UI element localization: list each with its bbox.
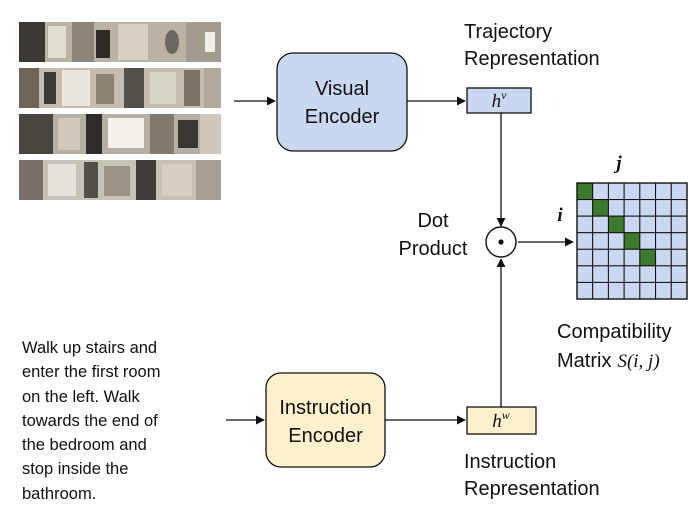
instruction-encoder-box: Instruction Encoder [265,372,386,468]
matrix-cell [639,182,657,201]
instruction-text-line: Walk up stairs and [22,339,158,357]
visual-encoder-label-line2: Encoder [305,106,380,128]
instruction-text: Walk up stairs and enter the first room on… [22,336,218,506]
matrix-cell [670,215,688,234]
trajectory-representation-label-line1: Trajectory [464,21,552,43]
matrix-cell [576,281,594,300]
matrix-caption-line2: Matrix S(i, j) [557,350,660,372]
instruction-text-line: on the left. Walk [22,387,140,406]
matrix-cell-highlighted [576,182,594,201]
matrix-caption-prefix: Matrix [557,350,611,372]
matrix-cell [623,182,641,201]
matrix-cell-highlighted [607,215,625,234]
matrix-cell [576,232,594,250]
trajectory-representation-label-line2: Representation [464,48,600,70]
dot-product-operator [485,226,517,258]
dot-product-label-line1: Dot [417,210,449,232]
matrix-cell [670,199,688,217]
svg-text:hv: hv [492,88,508,112]
hv-superscript: v [501,88,507,102]
matrix-cell [576,265,594,283]
matrix-caption-line1: Compatibility [557,321,671,343]
matrix-cell [639,265,657,283]
hw-box: hw [466,406,537,435]
matrix-cell [655,265,672,283]
hw-superscript: w [502,408,510,422]
matrix-col-label: j [613,153,622,174]
matrix-cell [592,232,609,250]
matrix-cell [592,182,609,201]
matrix-cell [655,199,672,217]
matrix-cell [639,281,657,300]
matrix-cell-highlighted [623,232,641,250]
matrix-cell [607,182,625,201]
svg-text:hw: hw [492,408,510,432]
matrix-cell [655,281,672,300]
panorama-strip [19,68,221,108]
hw-symbol: h [492,411,502,432]
panorama-strip [19,22,221,62]
hv-box: hv [466,87,532,114]
compatibility-matrix [576,182,688,300]
matrix-cell [623,248,641,267]
matrix-cell [576,215,594,234]
matrix-cell [576,248,594,267]
matrix-row-label: i [557,205,563,226]
instruction-encoder-label-line1: Instruction [279,397,371,419]
matrix-cell [655,215,672,234]
matrix-cell [639,199,657,217]
matrix-cell [639,232,657,250]
matrix-cell [639,215,657,234]
instruction-representation-label-line1: Instruction [464,451,556,473]
matrix-cell [576,199,594,217]
matrix-cell [655,182,672,201]
visual-encoder-box: Visual Encoder [276,52,408,152]
matrix-cell [655,232,672,250]
matrix-cell [623,199,641,217]
matrix-cell [623,215,641,234]
matrix-cell [670,248,688,267]
matrix-cell [607,265,625,283]
matrix-cell [607,199,625,217]
matrix-cell [592,265,609,283]
matrix-cell-highlighted [639,248,657,267]
hv-symbol: h [492,91,502,112]
instruction-text-line: bathroom. [22,484,97,503]
instruction-text-line: stop inside the [22,460,129,479]
matrix-cell [623,281,641,300]
visual-encoder-label-line1: Visual [315,78,369,100]
matrix-cell [592,215,609,234]
dot-product-label-line2: Product [399,238,468,260]
matrix-cell [670,182,688,201]
instruction-text-line: the bedroom and [22,436,147,455]
matrix-cell [607,248,625,267]
matrix-cell [607,232,625,250]
matrix-caption-formula: S(i, j) [617,351,659,372]
panorama-strip [19,114,221,154]
panorama-strip [19,160,221,200]
panorama-strips [19,22,221,200]
instruction-encoder-label-line2: Encoder [288,425,363,447]
matrix-cell [607,281,625,300]
matrix-cell [592,281,609,300]
matrix-border [576,182,688,300]
instruction-text-line: enter the first room [22,363,161,382]
instruction-text-line: towards the end of [22,411,158,430]
matrix-cell [655,248,672,267]
matrix-cell-highlighted [592,199,609,217]
matrix-cell [670,281,688,300]
matrix-cell [670,265,688,283]
instruction-representation-label-line2: Representation [464,478,600,500]
matrix-cell [670,232,688,250]
matrix-cell [623,265,641,283]
matrix-cell [592,248,609,267]
